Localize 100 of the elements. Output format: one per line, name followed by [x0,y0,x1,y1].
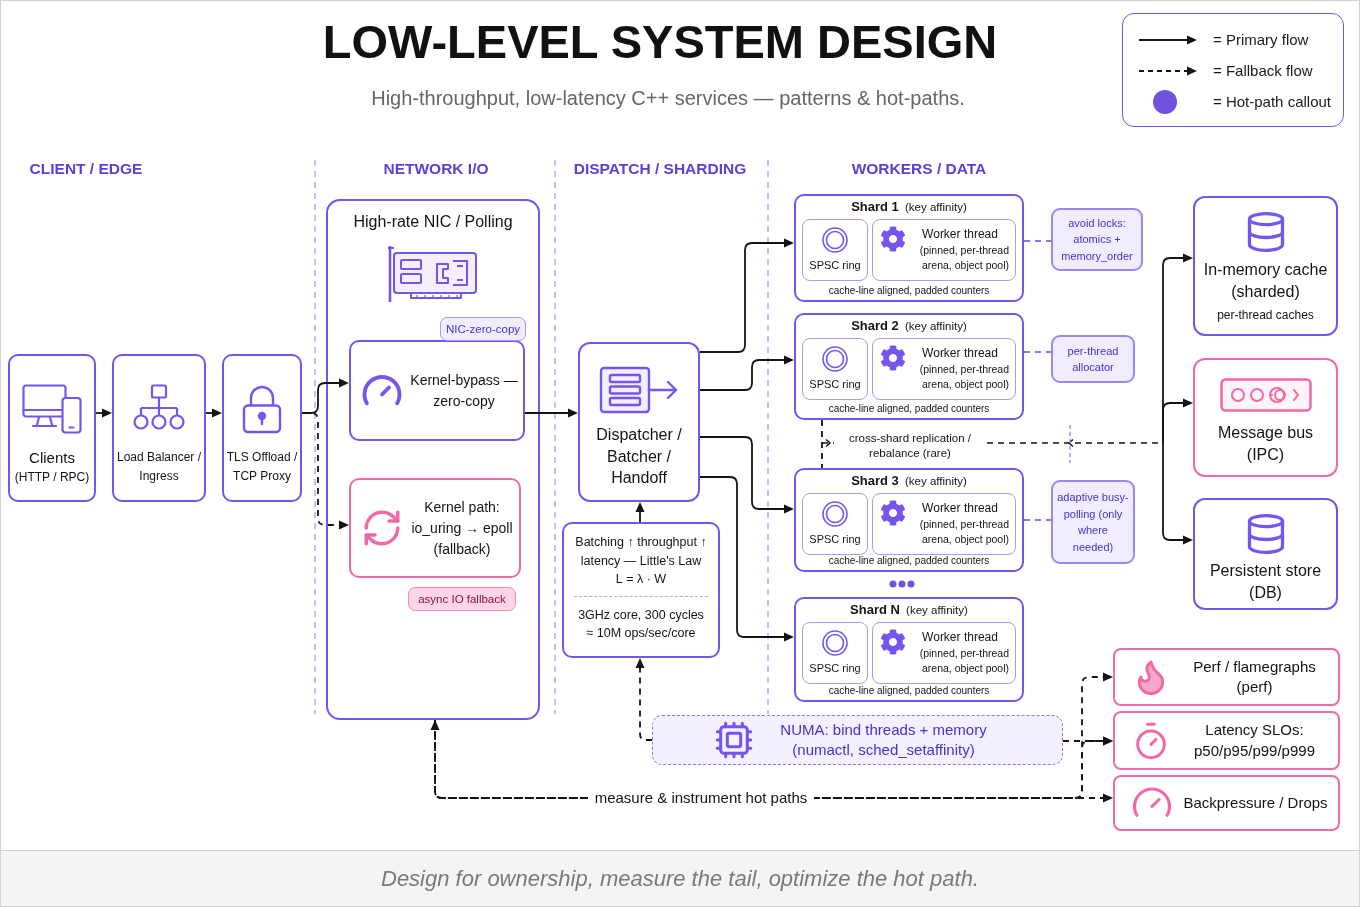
section-heading: WORKERS / DATA [851,160,987,179]
tag-label: async IO fallback [418,593,506,605]
callout-text: NUMA: bind threads + memory (numactl, sched_setaffinity) [779,719,988,760]
component-label: Perf / flamegraphs (perf) [1192,656,1317,697]
shard-title: Shard 1 (key affinity) [851,199,967,216]
component-label: Load Balancer / Ingress [115,448,203,485]
component-label: Kernel path: io_uring → epoll (fallback) [410,497,514,559]
component-label: Backpressure / Drops [1183,792,1328,813]
client-box [8,354,96,502]
component-detail: (HTTP / RPC) [14,470,90,486]
legend-label: = Primary flow [1213,31,1310,48]
callout-text: adaptive busy-polling (only where needed) [1057,490,1129,555]
shard-footnote: cache-line aligned, padded counters [828,403,990,415]
queue-box [802,219,868,281]
tool-box [1113,648,1340,706]
process-box [222,354,302,502]
component-label: Worker thread [921,345,999,362]
fallback-box [349,478,521,578]
arrow [205,408,222,418]
arrow [524,408,578,418]
arrow [699,476,794,642]
note-card [562,522,720,658]
queue-box [802,622,868,684]
tag-pill [408,587,516,611]
shard-panel [794,194,1024,302]
callout-box [1051,208,1143,271]
message-bus-box [1193,358,1338,477]
queue-box [802,338,868,400]
worker-box [872,338,1016,400]
component-label: Worker thread [921,500,999,517]
component-detail: per-thread caches [1217,307,1314,324]
panel-title: High-rate NIC / Polling [353,212,513,232]
component-label: SPSC ring [809,259,861,273]
component-label: Message bus (IPC) [1216,423,1315,465]
tool-box [1113,775,1340,831]
arrow [1162,398,1193,444]
legend-label: = Fallback flow [1213,62,1314,79]
dashed-connector-line [821,419,823,469]
datastore-box [1193,498,1338,610]
callout-text: per-thread allocator [1066,343,1120,375]
callout-box [1051,480,1135,564]
component-detail: (pinned, per-thread arena, object pool) [918,646,1009,677]
dashed-connector-line [1023,240,1052,242]
tag-label: NIC-zero-copy [445,323,521,335]
shard-panel [794,597,1024,702]
component-label: Clients [29,447,75,468]
arrow [1162,442,1193,545]
page-title: LOW-LEVEL SYSTEM DESIGN [322,16,998,69]
component-label: In-memory cache (sharded) [1202,260,1329,302]
component-label: TLS Offload / TCP Proxy [225,448,299,485]
shard-panel [794,468,1024,572]
arrow [635,502,645,523]
process-box [112,354,206,502]
process-box [578,342,700,502]
tool-box [1113,711,1340,770]
section-heading: NETWORK I/O [383,160,489,179]
component-label: Kernel-bypass — zero-copy [409,370,519,411]
shard-title: Shard 3 (key affinity) [851,473,967,490]
arrow [699,355,794,391]
component-label: SPSC ring [809,533,861,547]
dashed-arrow [301,412,349,530]
section-heading: DISPATCH / SHARDING [573,160,747,179]
shard-panel [794,313,1024,420]
component-detail: (pinned, per-thread arena, object pool) [918,517,1009,548]
shard-title: Shard 2 (key affinity) [851,318,967,335]
process-box [349,340,525,441]
component-label: Latency SLOs: p50/p95/p99/p999 [1193,720,1316,761]
legend-label: = Hot-path callout [1213,93,1332,110]
arrow [699,238,794,353]
dashed-callout-box [652,715,1063,765]
group-panel [326,199,540,720]
shard-footnote: cache-line aligned, padded counters [828,285,990,297]
note-text: 3GHz core, 300 cycles ≈ 10M ops/sec/core [577,606,705,642]
component-label: Worker thread [921,629,999,646]
callout-text: avoid locks: atomics + memory_order [1060,215,1134,264]
note-text: Batching ↑ throughput ↑ latency — Little's Law L = λ · W [574,534,708,588]
subtitle: High-throughput, low-latency C++ services — patterns & hot-paths. [371,86,965,110]
callout-box [1051,335,1135,383]
shard-title: Shard N (key affinity) [850,602,968,619]
shard-footnote: cache-line aligned, padded counters [828,685,990,697]
component-label: SPSC ring [809,378,861,392]
component-detail: (pinned, per-thread arena, object pool) [918,362,1009,393]
worker-box [872,219,1016,281]
component-label: Persistent store (DB) [1208,561,1323,603]
tag-pill [440,317,526,341]
shard-footnote: cache-line aligned, padded counters [828,555,990,567]
worker-box [872,493,1016,555]
component-label: SPSC ring [809,662,861,676]
dashed-connector-line [1023,351,1052,353]
worker-box [872,622,1016,684]
datastore-box [1193,196,1338,336]
arrow [95,408,112,418]
queue-box [802,493,868,555]
arrow [699,436,794,514]
component-label: Dispatcher / Batcher / Handoff [595,425,683,489]
dashed-connector-line [1023,519,1052,521]
component-detail: (pinned, per-thread arena, object pool) [918,243,1009,274]
section-heading: CLIENT / EDGE [29,160,143,179]
component-label: Worker thread [921,226,999,243]
caption: Design for ownership, measure the tail, optimize the hot path. [381,866,979,892]
